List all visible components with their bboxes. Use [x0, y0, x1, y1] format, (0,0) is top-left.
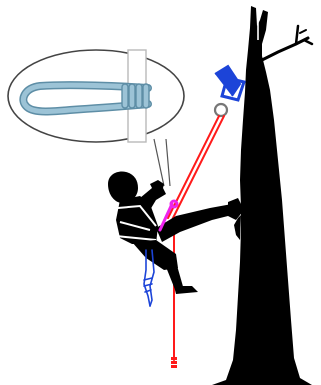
branch-twig-a: [296, 26, 298, 44]
stopper-1: [171, 357, 177, 360]
knot-wrap-4: [143, 84, 149, 108]
rope-end-stopper: [171, 357, 177, 368]
knot-wrap-1: [122, 84, 128, 108]
callout-leader-right: [166, 139, 170, 186]
climber-foot-down: [174, 286, 198, 294]
knot-wrap-3: [136, 84, 142, 108]
callout-leader-left: [154, 139, 164, 186]
stopper-3: [171, 365, 177, 368]
tree-branch-right: [262, 26, 312, 60]
grey-ring-pulley: [215, 104, 227, 116]
knot-detail-callout: [8, 50, 184, 186]
rope-leg-b: [172, 116, 224, 220]
knot-wraps: [122, 84, 149, 108]
stopper-2: [171, 361, 177, 364]
silhouette-climber: [108, 172, 244, 295]
blue-carabiner-anchor: [215, 66, 244, 100]
tree-trunk-silhouette: [212, 6, 312, 385]
branch-twig-c: [300, 30, 306, 33]
knot-wrap-2: [129, 84, 135, 108]
tree-trunk: [212, 6, 312, 385]
branch-twig-b: [304, 40, 312, 44]
red-climbing-rope: [168, 116, 224, 360]
callout-ellipse: [8, 50, 184, 142]
branch-main: [262, 38, 308, 60]
